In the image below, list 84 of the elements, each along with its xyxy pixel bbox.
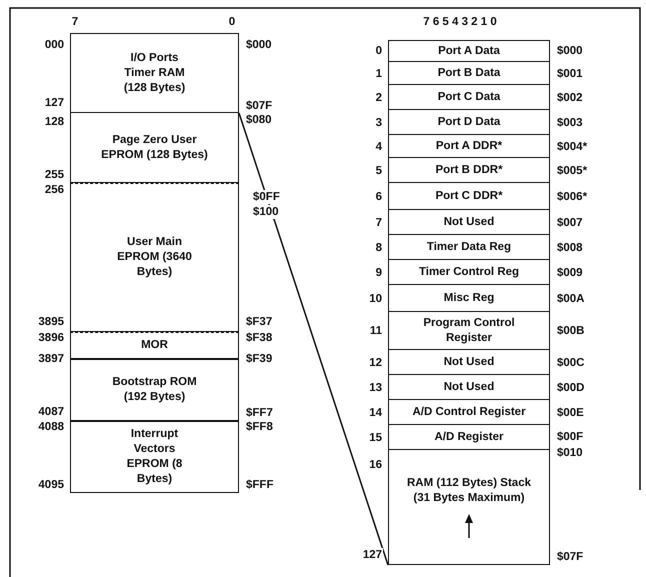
row-number: 15 — [368, 430, 383, 444]
register-row — [388, 85, 550, 110]
register-row — [388, 285, 550, 312]
block-label: Bootstrap ROM (192 Bytes) — [111, 375, 198, 405]
register-row — [388, 135, 550, 158]
block-label: Port D Data — [436, 114, 502, 130]
register-row — [388, 235, 550, 260]
memory-block — [70, 113, 239, 183]
register-row — [388, 158, 550, 183]
hex-address: $F37 — [245, 315, 274, 329]
block-label: A/D Register — [433, 430, 505, 444]
block-label: Not Used — [442, 380, 496, 394]
block-label: RAM (112 Bytes) Stack (31 Bytes Maximum) — [406, 476, 532, 506]
register-row — [388, 110, 550, 135]
hex-address: $FF7 — [245, 406, 274, 420]
register-row — [388, 400, 550, 425]
block-label: Timer Control Reg — [418, 264, 520, 280]
block-label: Port B Data — [436, 66, 502, 80]
register-row — [388, 312, 550, 350]
hex-address: $100 — [252, 205, 280, 219]
hex-address: $000 — [245, 38, 273, 52]
register-row — [388, 260, 550, 285]
hex-address: $00C — [556, 356, 586, 370]
block-label: Timer Data Reg — [426, 240, 512, 254]
register-row — [388, 425, 550, 450]
register-row — [388, 40, 550, 62]
block-label: Misc Reg — [442, 290, 496, 306]
memory-block — [70, 33, 239, 113]
hex-address: $009 — [556, 266, 584, 280]
hex-address: $0FF — [252, 190, 281, 204]
row-number: 3 — [374, 116, 383, 130]
block-label: Port C Data — [436, 90, 502, 104]
hex-address: $FF8 — [245, 420, 274, 434]
block-label: Port B DDR* — [434, 162, 504, 178]
row-number: 8 — [374, 240, 383, 254]
memory-block — [70, 421, 239, 493]
register-row — [388, 350, 550, 375]
block-label: MOR — [140, 338, 169, 353]
hex-address: $00E — [556, 406, 585, 420]
row-number: 5 — [374, 164, 383, 178]
hex-address: $006* — [556, 190, 588, 204]
hex-address: $004* — [556, 140, 588, 154]
hex-address: $00F — [556, 430, 584, 444]
memory-block — [70, 359, 239, 421]
row-number: 9 — [374, 266, 383, 280]
row-number: 10 — [368, 292, 383, 306]
block-label: Page Zero User EPROM (128 Bytes) — [100, 132, 209, 162]
hex-address: $00B — [556, 324, 586, 338]
hex-address: $002 — [556, 90, 584, 104]
hex-address: $003 — [556, 116, 584, 130]
register-row — [388, 375, 550, 400]
hex-address: $F38 — [245, 331, 274, 345]
hex-address: $008 — [556, 240, 584, 254]
memory-block — [70, 332, 239, 359]
hex-address: $F39 — [245, 352, 274, 366]
register-row — [388, 62, 550, 85]
block-label: I/O Ports Timer RAM (128 Bytes) — [122, 50, 186, 96]
block-label: Port C DDR* — [434, 188, 504, 204]
row-number: 6 — [374, 190, 383, 204]
hex-address: $00D — [556, 380, 586, 394]
block-label: Program Control Register — [422, 316, 516, 346]
hex-address: $00A — [556, 292, 586, 306]
hex-address: $07F — [556, 550, 584, 564]
hex-address: $010 — [556, 446, 584, 460]
hex-address: $007 — [556, 216, 584, 230]
block-label: Port A DDR* — [434, 138, 504, 154]
block-label: A/D Control Register — [411, 404, 527, 420]
memory-block — [70, 183, 239, 332]
hex-address: $07F — [245, 99, 274, 113]
hex-address: $FFF — [245, 478, 274, 492]
register-row — [388, 210, 550, 235]
hex-address: $080 — [245, 113, 273, 127]
row-number: 13 — [368, 380, 383, 394]
block-label: Port A Data — [437, 44, 501, 58]
hex-address: $005* — [556, 164, 588, 178]
hex-address: $000 — [556, 44, 584, 58]
block-label: Not Used — [442, 354, 496, 370]
block-label: Interrupt Vectors EPROM (8 Bytes) — [126, 427, 184, 487]
block-label: User Main EPROM (3640 Bytes) — [116, 235, 193, 280]
hex-address: $001 — [556, 66, 584, 80]
register-row — [388, 450, 550, 565]
expansion-line — [238, 112, 389, 566]
register-row — [388, 183, 550, 210]
block-label: Not Used — [442, 214, 496, 230]
